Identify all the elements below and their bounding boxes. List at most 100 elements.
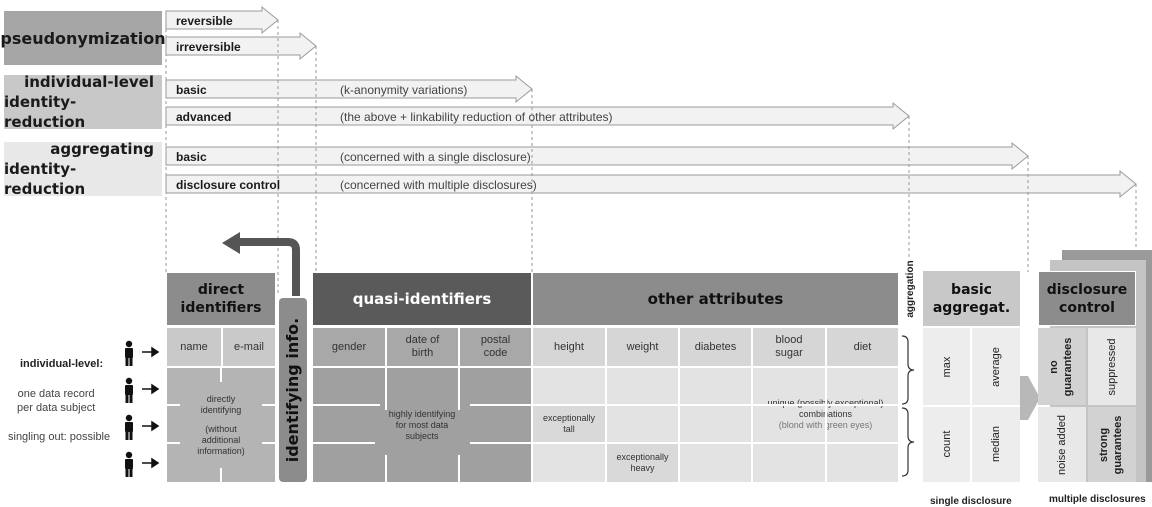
person-icon <box>125 414 133 440</box>
footer-single-disclosure: single disclosure <box>930 496 1012 507</box>
col-gender: gender <box>313 328 385 366</box>
note-tall-1: exceptionally <box>542 413 596 423</box>
col-email: e-mail <box>223 328 275 366</box>
dc-suppressed: suppressed <box>1106 338 1118 396</box>
dc-strong-2: guarantees <box>1112 415 1124 475</box>
category-aggregating-line1: aggregating <box>50 140 154 158</box>
note-without-3: information) <box>197 445 245 456</box>
dc-strong-1: strong <box>1098 427 1110 463</box>
category-pseudonymization: pseudonymization <box>0 11 166 65</box>
dc-no-guarantees-cell <box>1038 328 1086 405</box>
header-direct-line1: direct <box>197 282 245 298</box>
note-directly-2: identifying <box>200 404 242 415</box>
arrow-row-agg-basic: basic (concerned with a single disclosur… <box>166 147 1026 167</box>
label-one-record-2: per data subject <box>17 402 96 414</box>
header-other-attributes: other attributes <box>533 273 898 325</box>
arrow-ind-basic <box>165 74 533 104</box>
label-individual-level: individual-level: <box>20 358 104 370</box>
header-basic-aggregat: basic aggregat. <box>923 271 1020 326</box>
header-quasi-identifiers: quasi-identifiers <box>313 273 531 325</box>
arrow-row-agg-dc: disclosure control (concerned with multi… <box>166 175 1126 195</box>
arrow-row-ind-advanced: advanced (the above + linkability reduct… <box>166 107 906 127</box>
transition-arrow <box>1020 376 1040 420</box>
identifying-info-bar <box>279 298 307 482</box>
arrow-label-agg-dc: disclosure control <box>176 178 281 192</box>
row-arrow-icon <box>142 383 160 395</box>
note-highly-3: subjects <box>405 430 439 441</box>
col-blood-sugar: blood sugar <box>753 328 825 366</box>
note-without-1: (without <box>205 423 237 434</box>
row-arrow-icon <box>142 346 160 358</box>
footer-multiple-disclosures: multiple disclosures <box>1049 494 1146 505</box>
col-blood-1: blood <box>775 334 803 346</box>
note-heavy-2: heavy <box>630 463 655 473</box>
arrow-row-irreversible: irreversible <box>166 37 316 57</box>
col-diet: diet <box>827 328 898 366</box>
curved-arrow-head <box>222 232 240 254</box>
arrow-agg-dc <box>165 169 1137 199</box>
col-name: name <box>167 328 221 366</box>
note-highly-2: for most data <box>395 419 449 430</box>
arrow-desc-ind-advanced: (the above + linkability reduction of ot… <box>340 110 613 124</box>
header-basic-agg-2: aggregat. <box>932 299 1011 316</box>
header-disclosure-control: disclosure control <box>1038 271 1136 326</box>
label-one-record: one data record per data subject <box>17 387 95 415</box>
col-postal-2: code <box>483 347 508 359</box>
row-arrow-icon <box>142 420 160 432</box>
note-without-2: additional <box>201 434 241 445</box>
brace-lower <box>901 407 915 477</box>
person-icons <box>125 340 160 477</box>
header-dc-2: control <box>1059 299 1115 316</box>
person-icon <box>125 340 133 366</box>
dc-noise-added: noise added <box>1056 415 1068 475</box>
row-arrow-icon <box>142 457 160 469</box>
person-icon <box>125 451 133 477</box>
note-exceptionally-heavy: exceptionally heavy <box>607 444 678 482</box>
note-exceptionally-tall: exceptionally tall <box>533 406 605 442</box>
category-aggregating-line2: identity-reduction <box>4 160 86 198</box>
dc-noise-cell <box>1038 407 1086 482</box>
note-heavy-1: exceptionally <box>616 452 669 462</box>
category-aggregating: aggregating identity-reduction <box>4 140 162 198</box>
label-one-record-1: one data record <box>17 388 95 400</box>
col-postal-1: postal <box>480 334 511 346</box>
header-basic-agg-1: basic <box>951 281 992 298</box>
col-diabetes: diabetes <box>680 328 751 366</box>
note-tall-2: tall <box>563 424 575 434</box>
category-individual-level: individual-level identity-reduction <box>4 73 162 131</box>
arrow-row-reversible: reversible <box>166 11 276 31</box>
header-direct-line2: identifiers <box>180 300 262 316</box>
label-singling-out: singling out: possible <box>8 431 111 443</box>
note-highly-1: highly identifying <box>388 408 456 419</box>
col-dob-1: date of <box>405 334 440 346</box>
category-pseudonymization-label: pseudonymization <box>0 28 166 48</box>
col-dob-2: birth <box>411 347 434 359</box>
arrow-desc-agg-dc: (concerned with multiple disclosures) <box>340 178 537 192</box>
dc-no-guarantees: no guarantees <box>1047 332 1077 402</box>
dc-no-2: guarantees <box>1062 337 1074 397</box>
arrow-label-irreversible: irreversible <box>176 40 241 54</box>
header-dc-1: disclosure <box>1046 281 1128 298</box>
arrow-label-reversible: reversible <box>176 14 233 28</box>
arrow-agg-basic <box>165 141 1029 171</box>
curved-arrow <box>240 238 300 296</box>
col-date-of-birth: date of birth <box>387 328 458 366</box>
category-individual-line2: identity-reduction <box>4 93 86 131</box>
note-highly-identifying: highly identifying for most data subject… <box>313 368 531 482</box>
arrow-desc-agg-basic: (concerned with a single disclosure) <box>340 150 531 164</box>
dc-strong-cell <box>1088 407 1136 482</box>
header-direct-identifiers: direct identifiers <box>167 273 275 325</box>
dc-suppressed-cell <box>1088 328 1136 405</box>
arrow-ind-advanced <box>165 101 910 131</box>
category-individual-line1: individual-level <box>24 73 154 91</box>
arrow-label-ind-advanced: advanced <box>176 110 232 124</box>
person-icon <box>125 377 133 403</box>
note-directly-1: directly <box>206 393 236 404</box>
arrow-desc-ind-basic: (k-anonymity variations) <box>340 83 468 97</box>
col-postal-code: postal code <box>460 328 531 366</box>
arrow-label-agg-basic: basic <box>176 150 207 164</box>
brace-upper <box>901 335 915 405</box>
col-height: height <box>533 328 605 366</box>
